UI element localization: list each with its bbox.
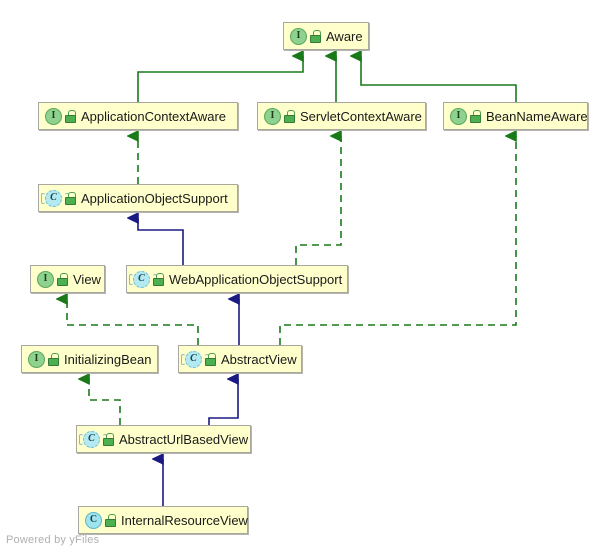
uml-node-servlet-context-aware[interactable]: I ServletContextAware (257, 102, 426, 130)
lock-icon (103, 433, 114, 446)
uml-node-label: ApplicationObjectSupport (81, 190, 228, 206)
abstract-class-marker-icon: C (133, 270, 150, 288)
edge-web-application-object-support-to-application-object-support[interactable] (138, 218, 184, 265)
abstract-class-marker-icon: C (185, 350, 202, 368)
edge-application-context-aware-to-aware[interactable] (137, 56, 304, 102)
edge-web-application-object-support-to-servlet-context-aware[interactable] (295, 136, 342, 265)
lock-icon (105, 514, 116, 527)
lock-icon (310, 30, 321, 43)
uml-node-abstract-url-based-view[interactable]: C AbstractUrlBasedView (76, 425, 251, 453)
abstract-class-marker-icon: C (45, 189, 62, 207)
uml-node-label: InitializingBean (64, 351, 152, 367)
abstract-brackets-icon: C (41, 189, 69, 207)
uml-node-label: AbstractUrlBasedView (119, 431, 249, 447)
uml-node-label: BeanNameAware (486, 108, 588, 124)
lock-icon (205, 353, 216, 366)
interface-marker-icon: I (450, 107, 467, 125)
uml-node-application-object-support[interactable]: C ApplicationObjectSupport (38, 184, 238, 212)
edge-abstract-url-based-view-to-initializing-bean[interactable] (89, 379, 121, 425)
lock-icon (48, 353, 59, 366)
class-marker-icon: C (85, 511, 102, 529)
interface-marker-icon: I (45, 107, 62, 125)
powered-by-credit: Powered by yFiles (6, 534, 100, 546)
uml-node-initializing-bean[interactable]: I InitializingBean (21, 345, 158, 373)
abstract-brackets-icon: C (129, 270, 157, 288)
uml-node-internal-resource-view[interactable]: C InternalResourceView (78, 506, 248, 534)
uml-node-bean-name-aware[interactable]: I BeanNameAware (443, 102, 588, 130)
interface-marker-icon: I (28, 350, 45, 368)
interface-marker-icon: I (264, 107, 281, 125)
uml-node-label: ServletContextAware (300, 108, 422, 124)
abstract-brackets-icon: C (181, 350, 209, 368)
edge-abstract-url-based-view-to-abstract-view[interactable] (208, 379, 239, 425)
edge-bean-name-aware-to-aware[interactable] (361, 56, 517, 102)
abstract-brackets-icon: C (79, 430, 107, 448)
uml-node-aware[interactable]: I Aware (283, 22, 369, 50)
lock-icon (65, 192, 76, 205)
uml-node-web-application-object-support[interactable]: C WebApplicationObjectSupport (126, 265, 348, 293)
lock-icon (65, 110, 76, 123)
lock-icon (284, 110, 295, 123)
uml-node-application-context-aware[interactable]: I ApplicationContextAware (38, 102, 238, 130)
abstract-class-marker-icon: C (83, 430, 100, 448)
edge-abstract-view-to-view[interactable] (67, 299, 199, 345)
uml-node-label: ApplicationContextAware (81, 108, 227, 124)
uml-node-abstract-view[interactable]: C AbstractView (178, 345, 302, 373)
uml-node-label: WebApplicationObjectSupport (169, 271, 343, 287)
uml-node-label: Aware (326, 28, 363, 44)
lock-icon (153, 273, 164, 286)
uml-node-view[interactable]: I View (30, 265, 105, 293)
edge-abstract-view-to-bean-name-aware[interactable] (279, 136, 517, 345)
uml-node-label: View (73, 271, 101, 287)
uml-node-label: InternalResourceView (121, 512, 248, 528)
lock-icon (57, 273, 68, 286)
interface-marker-icon: I (37, 270, 54, 288)
lock-icon (470, 110, 481, 123)
interface-marker-icon: I (290, 27, 307, 45)
uml-node-label: AbstractView (221, 351, 297, 367)
